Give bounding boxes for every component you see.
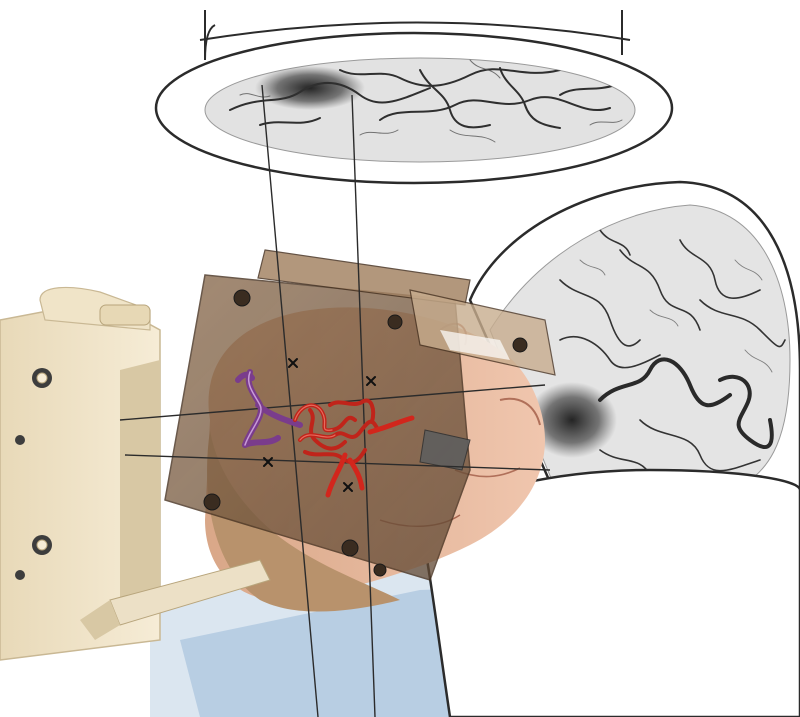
x-ray-detector-overhead [156,10,672,183]
